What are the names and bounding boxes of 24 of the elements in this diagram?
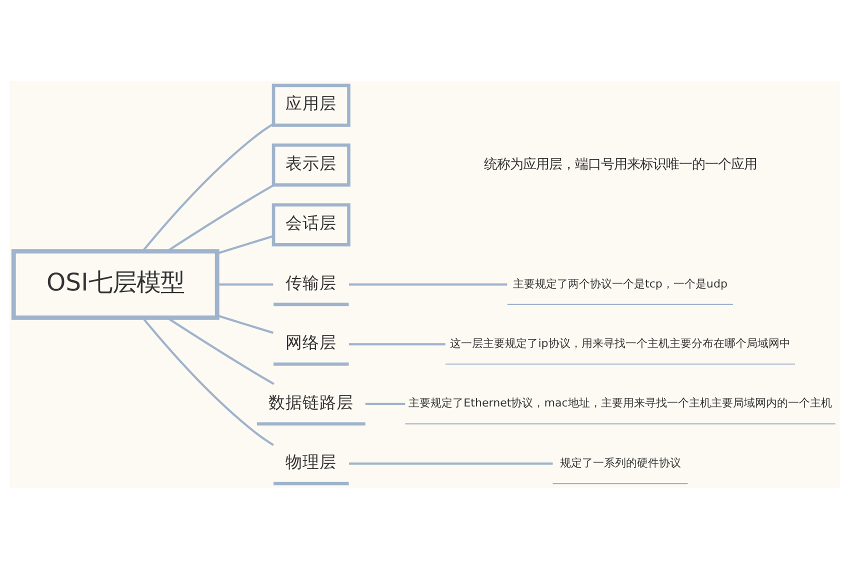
connector bbox=[348, 283, 507, 286]
node-box: 表示层 bbox=[271, 143, 350, 187]
node-text: 这一层主要规定了ip协议，用来寻找一个主机主要分布在哪个局域网中 bbox=[450, 336, 790, 350]
connector bbox=[216, 314, 273, 334]
node-box: OSI七层模型 bbox=[10, 249, 219, 320]
connector bbox=[141, 317, 274, 446]
connector bbox=[141, 123, 274, 252]
node-text: 传输层 bbox=[285, 273, 336, 292]
connector bbox=[348, 343, 445, 346]
node-text: 数据链路层 bbox=[268, 392, 354, 412]
node-text: 物理层 bbox=[285, 452, 336, 472]
node-text: 网络层 bbox=[285, 333, 336, 352]
connector bbox=[364, 402, 405, 406]
connector bbox=[166, 316, 274, 385]
node-text: 主要规定了Ethernet协议，mac地址，主要用来寻找一个主机主要局域网内的一个主机 bbox=[408, 396, 832, 410]
connector bbox=[216, 283, 273, 286]
node-text: 规定了一系列的硬件协议 bbox=[559, 456, 680, 470]
connector bbox=[216, 235, 273, 254]
connector bbox=[348, 462, 552, 465]
node-box: 应用层 bbox=[271, 84, 350, 127]
node-box: 会话层 bbox=[271, 203, 350, 246]
connector bbox=[166, 184, 274, 252]
node-text: 主要规定了两个协议一个是tcp，一个是udp bbox=[512, 277, 727, 290]
label: 统称为应用层，端口号用来标识唯一的一个应用 bbox=[483, 156, 756, 172]
